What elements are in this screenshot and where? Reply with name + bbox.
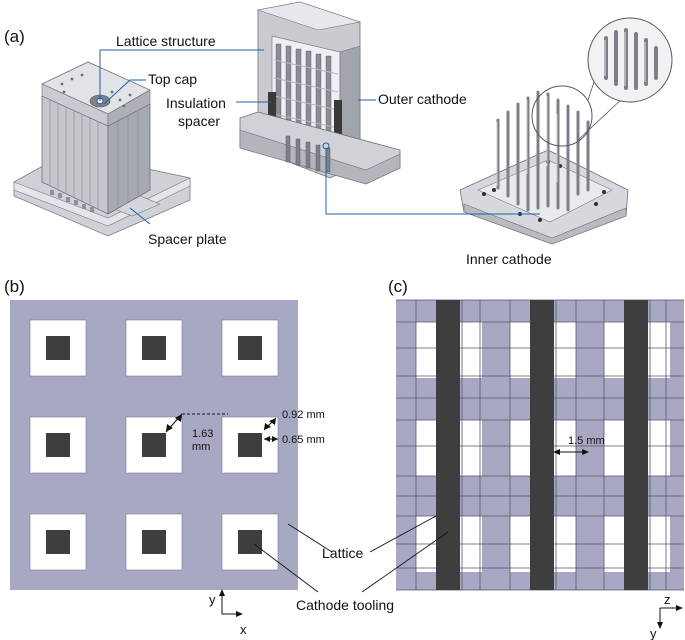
cathode-tooling-square	[238, 336, 262, 360]
lattice-gap	[510, 322, 530, 378]
cathode-tooling-square	[46, 336, 70, 360]
cathode-tooling-square	[46, 530, 70, 554]
dimension-3: 0.65 mm	[282, 434, 325, 446]
leader-inner-cathode	[325, 150, 540, 215]
lattice-gap	[416, 420, 436, 476]
axis-c-horizontal-label: y	[650, 626, 657, 640]
axes-b	[219, 589, 243, 617]
leader-lattice-structure	[99, 49, 264, 101]
label-insulation: Insulation	[166, 95, 226, 111]
axis-b-horizontal-label: x	[240, 622, 247, 637]
label-top-cap: Top cap	[148, 71, 197, 87]
inner-cathode-device	[459, 17, 673, 245]
callout-lines	[253, 515, 449, 593]
cross-section-device	[239, 1, 401, 185]
panel-label-a: (a)	[4, 27, 25, 46]
lattice-gap	[648, 322, 670, 378]
cathode-tooling-bar	[624, 300, 648, 590]
leader-top-cap	[103, 79, 146, 105]
leader-spacer-plate	[129, 207, 151, 225]
panel-a-illustration	[13, 1, 673, 245]
dimension-1-value: 1.63	[192, 428, 213, 440]
cathode-tooling-bar	[436, 300, 460, 590]
callout-cathode-tooling: Cathode tooling	[296, 597, 394, 613]
axis-c-vertical-label: z	[664, 592, 671, 607]
panel-label-b: (b)	[4, 277, 25, 296]
lattice-gap	[510, 420, 530, 476]
cathode-tooling-square	[142, 433, 166, 457]
lattice-gap	[554, 420, 576, 476]
label-inner-cathode: Inner cathode	[466, 251, 552, 267]
assembled-device	[13, 61, 191, 237]
dimension-1-unit: mm	[192, 441, 210, 453]
cathode-tooling-square	[142, 336, 166, 360]
axis-b-vertical-label: y	[209, 592, 216, 607]
lattice-gap	[604, 322, 624, 378]
cathode-tooling-square	[238, 433, 262, 457]
label-outer-cathode: Outer cathode	[378, 91, 467, 107]
lattice-gap	[460, 420, 482, 476]
label-spacer: spacer	[178, 113, 220, 129]
callout-lattice: Lattice	[322, 545, 363, 561]
panel-label-c: (c)	[388, 277, 408, 296]
lattice-gap	[604, 420, 624, 476]
cathode-tooling-square	[46, 433, 70, 457]
cathode-tooling-square	[238, 530, 262, 554]
lattice-gap	[554, 322, 576, 378]
cathode-tooling-bar	[530, 300, 554, 590]
lattice-gap	[460, 322, 482, 378]
dimension-c: 1.5 mm	[568, 435, 605, 447]
dimension-2: 0.92 mm	[282, 409, 325, 421]
label-lattice-structure: Lattice structure	[116, 33, 216, 49]
panel-c-lattice-side-view	[396, 299, 684, 591]
lattice-gap	[648, 420, 670, 476]
lattice-gap	[416, 322, 436, 378]
axes-c	[657, 605, 683, 629]
label-spacer-plate: Spacer plate	[148, 231, 227, 247]
panel-b-lattice-top-view	[10, 300, 298, 590]
cathode-tooling-square	[142, 530, 166, 554]
